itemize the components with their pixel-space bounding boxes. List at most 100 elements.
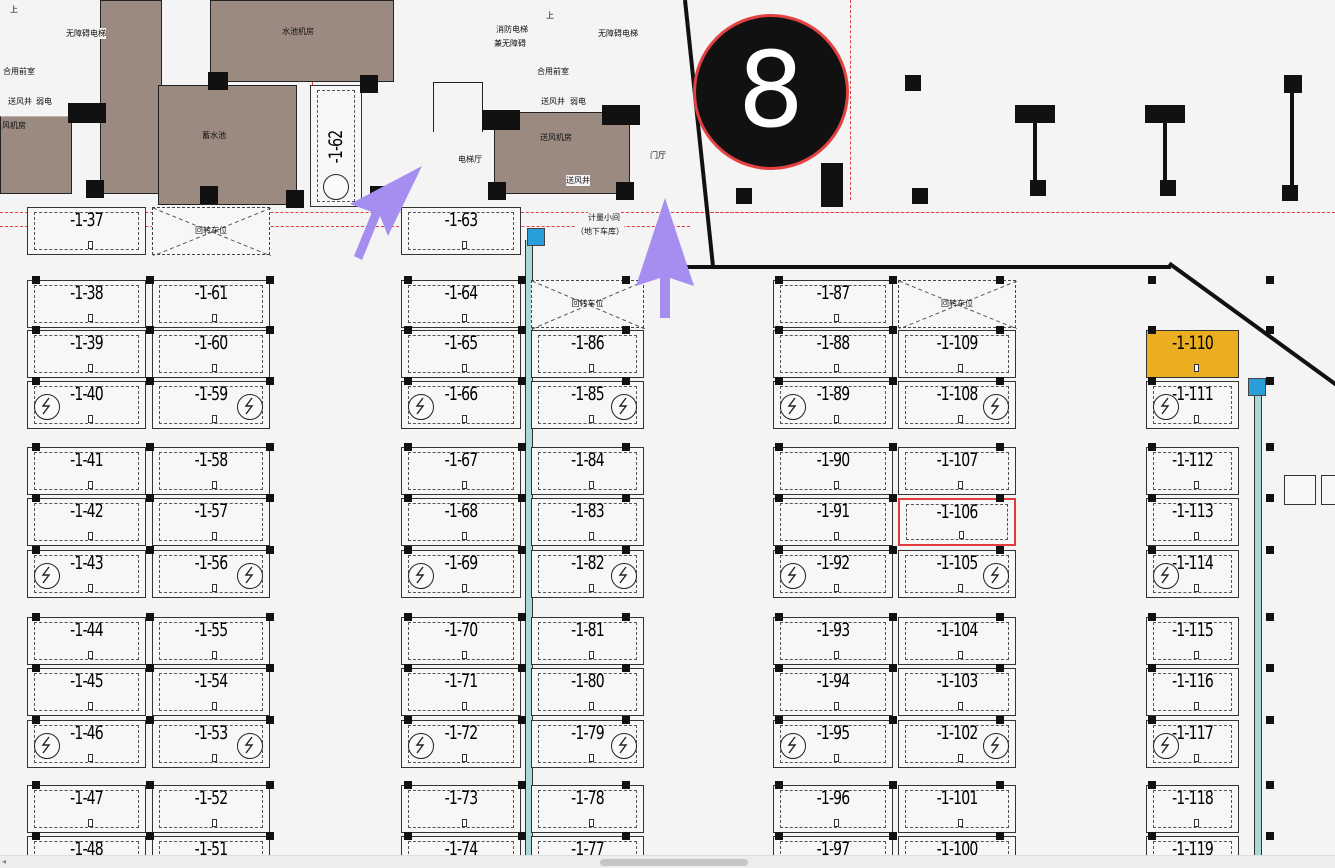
parking-slot[interactable]: -1-84: [531, 447, 644, 495]
parking-slot[interactable]: -1-114: [1146, 550, 1239, 598]
parking-slot[interactable]: -1-96: [773, 785, 893, 833]
parking-slot[interactable]: -1-107: [898, 447, 1016, 495]
parking-slot[interactable]: -1-80: [531, 668, 644, 716]
parking-slot[interactable]: -1-51: [152, 836, 270, 855]
parking-slot[interactable]: -1-105: [898, 550, 1016, 598]
parking-slot[interactable]: -1-77: [531, 836, 644, 855]
parking-slot[interactable]: -1-61: [152, 280, 270, 328]
slot-number: -1-107: [936, 449, 979, 471]
slot-marker: [1193, 415, 1199, 423]
parking-slot[interactable]: -1-44: [27, 617, 146, 665]
parking-slot[interactable]: -1-103: [898, 668, 1016, 716]
slot-marker: [462, 481, 467, 489]
parking-slot[interactable]: -1-47: [27, 785, 146, 833]
parking-slot[interactable]: -1-38: [27, 280, 146, 328]
parking-slot[interactable]: -1-37: [27, 207, 146, 255]
parking-slot[interactable]: -1-58: [152, 447, 270, 495]
parking-slot[interactable]: -1-60: [152, 330, 270, 378]
parking-slot[interactable]: -1-113: [1146, 498, 1239, 546]
parking-slot[interactable]: -1-78: [531, 785, 644, 833]
parking-slot[interactable]: -1-74: [401, 836, 521, 855]
parking-slot[interactable]: -1-52: [152, 785, 270, 833]
parking-slot[interactable]: -1-73: [401, 785, 521, 833]
parking-slot[interactable]: -1-82: [531, 550, 644, 598]
parking-slot[interactable]: -1-119: [1146, 836, 1239, 855]
parking-slot[interactable]: -1-109: [898, 330, 1016, 378]
parking-slot[interactable]: -1-86: [531, 330, 644, 378]
parking-slot[interactable]: -1-45: [27, 668, 146, 716]
parking-slot[interactable]: -1-68: [401, 498, 521, 546]
parking-slot[interactable]: -1-102: [898, 720, 1016, 768]
room-block: [0, 116, 72, 194]
parking-slot[interactable]: -1-41: [27, 447, 146, 495]
parking-slot[interactable]: -1-111: [1146, 381, 1239, 429]
scroll-left-icon[interactable]: ◂: [2, 857, 7, 866]
horizontal-scrollbar[interactable]: ◂: [0, 855, 1335, 868]
parking-slot[interactable]: -1-69: [401, 550, 521, 598]
column: [68, 103, 106, 123]
parking-slot[interactable]: -1-88: [773, 330, 893, 378]
parking-slot[interactable]: -1-90: [773, 447, 893, 495]
parking-slot[interactable]: -1-112: [1146, 447, 1239, 495]
parking-slot[interactable]: -1-56: [152, 550, 270, 598]
parking-slot[interactable]: -1-100: [898, 836, 1016, 855]
parking-slot[interactable]: -1-43: [27, 550, 146, 598]
slot-marker: [212, 415, 217, 423]
parking-slot[interactable]: -1-63: [401, 207, 521, 255]
slot-inner: [159, 452, 263, 490]
parking-slot[interactable]: -1-66: [401, 381, 521, 429]
parking-slot[interactable]: -1-42: [27, 498, 146, 546]
column: [488, 182, 506, 200]
parking-slot[interactable]: -1-116: [1146, 668, 1239, 716]
parking-slot[interactable]: -1-70: [401, 617, 521, 665]
parking-slot[interactable]: -1-53: [152, 720, 270, 768]
slot-marker: [958, 754, 963, 762]
slot-marker: [958, 819, 963, 827]
parking-slot[interactable]: -1-106: [898, 498, 1016, 546]
parking-slot[interactable]: -1-97: [773, 836, 893, 855]
parking-slot[interactable]: -1-81: [531, 617, 644, 665]
parking-slot[interactable]: -1-48: [27, 836, 146, 855]
parking-slot[interactable]: -1-94: [773, 668, 893, 716]
column: [146, 664, 154, 672]
parking-slot[interactable]: -1-55: [152, 617, 270, 665]
column: [1148, 443, 1156, 451]
parking-slot[interactable]: -1-117: [1146, 720, 1239, 768]
parking-slot[interactable]: -1-64: [401, 280, 521, 328]
parking-slot[interactable]: -1-54: [152, 668, 270, 716]
parking-slot[interactable]: -1-72: [401, 720, 521, 768]
parking-slot[interactable]: -1-93: [773, 617, 893, 665]
parking-slot[interactable]: -1-62: [310, 85, 362, 207]
parking-slot[interactable]: -1-57: [152, 498, 270, 546]
slot-inner: [780, 335, 886, 373]
parking-slot[interactable]: -1-115: [1146, 617, 1239, 665]
parking-slot[interactable]: -1-83: [531, 498, 644, 546]
parking-slot[interactable]: -1-95: [773, 720, 893, 768]
slot-number: -1-52: [194, 787, 229, 809]
parking-slot[interactable]: -1-85: [531, 381, 644, 429]
parking-slot[interactable]: -1-101: [898, 785, 1016, 833]
scrollbar-thumb[interactable]: [600, 859, 748, 866]
column: [1148, 326, 1156, 334]
column: [775, 326, 783, 334]
parking-slot[interactable]: -1-108: [898, 381, 1016, 429]
parking-slot[interactable]: -1-89: [773, 381, 893, 429]
parking-slot[interactable]: -1-59: [152, 381, 270, 429]
parking-slot[interactable]: -1-91: [773, 498, 893, 546]
parking-slot[interactable]: -1-104: [898, 617, 1016, 665]
slot-number: -1-84: [571, 449, 605, 471]
side-box: [1284, 475, 1316, 505]
parking-slot[interactable]: -1-87: [773, 280, 893, 328]
parking-slot[interactable]: -1-110: [1146, 330, 1239, 378]
parking-slot[interactable]: -1-67: [401, 447, 521, 495]
parking-slot[interactable]: -1-46: [27, 720, 146, 768]
parking-slot[interactable]: -1-92: [773, 550, 893, 598]
parking-slot[interactable]: -1-40: [27, 381, 146, 429]
parking-slot[interactable]: -1-118: [1146, 785, 1239, 833]
parking-slot[interactable]: -1-65: [401, 330, 521, 378]
parking-slot[interactable]: -1-39: [27, 330, 146, 378]
parking-slot[interactable]: -1-79: [531, 720, 644, 768]
slot-number: -1-82: [571, 552, 605, 574]
parking-slot[interactable]: -1-71: [401, 668, 521, 716]
